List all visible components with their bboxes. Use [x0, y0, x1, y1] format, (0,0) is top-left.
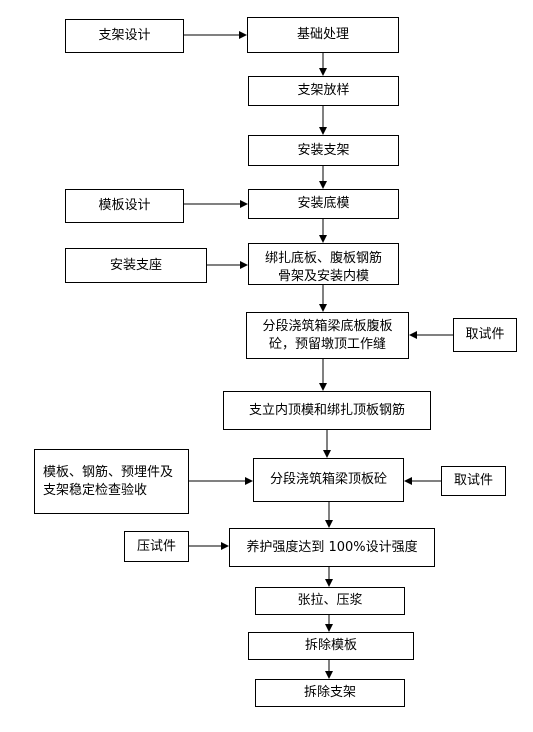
step-curing-strength: 养护强度达到 100%设计强度 [229, 528, 435, 567]
step-pour-bottom-web: 分段浇筑箱梁底板腹板砼，预留墩顶工作缝 [246, 312, 409, 359]
input-take-sample-2: 取试件 [441, 466, 506, 496]
step-tie-rebar-line1: 绑扎底板、腹板钢筋 [264, 251, 382, 266]
input-inspection: 模板、钢筋、预埋件及支架稳定检查验收 [34, 449, 189, 514]
step-pour-top-slab: 分段浇筑箱梁顶板砼 [253, 458, 404, 502]
step-inner-top-form: 支立内顶模和绑扎顶板钢筋 [223, 391, 431, 430]
input-take-sample-1: 取试件 [453, 318, 517, 352]
step-tie-rebar: 绑扎底板、腹板钢筋 骨架及安装内模 [248, 243, 399, 285]
step-foundation-treatment: 基础处理 [247, 17, 399, 53]
step-support-layout: 支架放样 [248, 76, 399, 106]
step-remove-formwork: 拆除模板 [248, 632, 414, 660]
input-compress-sample: 压试件 [124, 531, 189, 562]
step-tie-rebar-text: 绑扎底板、腹板钢筋 骨架及安装内模 [264, 250, 382, 284]
step-remove-support: 拆除支架 [255, 679, 405, 707]
input-formwork-design: 模板设计 [65, 189, 184, 223]
input-install-bearing: 安装支座 [65, 248, 207, 283]
step-tension-grouting: 张拉、压浆 [255, 587, 405, 615]
step-tie-rebar-line2: 骨架及安装内模 [277, 269, 369, 284]
step-install-support: 安装支架 [248, 135, 399, 166]
step-install-bottom-form: 安装底模 [248, 189, 399, 219]
input-bracket-design: 支架设计 [65, 19, 184, 53]
